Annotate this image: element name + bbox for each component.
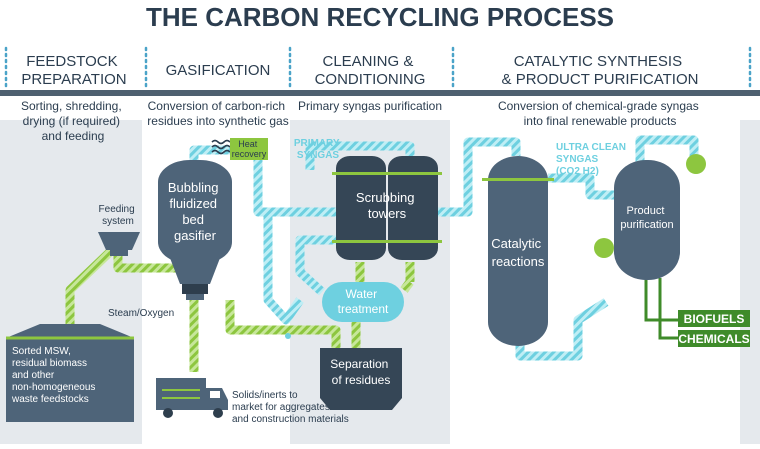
stage-desc-feedstock: Sorting, shredding, drying (if required)… <box>21 99 125 143</box>
water-treatment-tank <box>322 282 404 322</box>
separation-label: Separation of residues <box>330 357 391 387</box>
catalytic-panel <box>740 120 760 444</box>
solids-label: Solids/inerts to market for aggregates a… <box>232 390 349 425</box>
header-band <box>0 90 760 96</box>
stage-desc-catalytic: Conversion of chemical-grade syngas into… <box>498 99 702 128</box>
ultra-clean-syngas-label: ULTRA CLEAN SYNGAS (CO2 H2) <box>556 142 629 177</box>
gasifier-label: Bubbling fluidized bed gasifier <box>168 180 222 243</box>
chemicals-label: CHEMICALS <box>678 332 749 346</box>
catalytic-reactor <box>482 156 554 346</box>
stage-heading-gasification: GASIFICATION <box>166 62 271 79</box>
diagram-title: THE CARBON RECYCLING PROCESS <box>146 2 614 32</box>
product-purification-label: Product purification <box>620 205 673 231</box>
heat-recovery-label: Heat recovery <box>232 139 267 159</box>
scrubbing-towers-label: Scrubbing towers <box>356 190 418 221</box>
stage-heading-feedstock: FEEDSTOCK PREPARATION <box>21 53 126 88</box>
feeding-system-label: Feeding system <box>99 204 138 227</box>
chemicals-box <box>678 330 750 347</box>
stage-heading-catalytic: CATALYTIC SYNTHESIS & PRODUCT PURIFICATI… <box>502 53 699 88</box>
biofuels-label: BIOFUELS <box>684 312 745 326</box>
steam-oxygen-label: Steam/Oxygen <box>108 308 174 319</box>
truck-icon <box>156 378 228 418</box>
stage-desc-gasification: Conversion of carbon-rich residues into … <box>147 99 288 128</box>
stage-dividers <box>4 46 752 92</box>
water-treatment-label: Water treatment <box>338 287 389 316</box>
product-lines <box>644 278 678 340</box>
catalytic-label: Catalytic reactions <box>491 236 545 269</box>
primary-syngas-label: PRIMARY SYNGAS <box>294 138 342 161</box>
heat-recovery-icon <box>211 139 231 155</box>
separation-tank <box>320 348 402 410</box>
feedstock-silo <box>6 324 134 422</box>
water-drop-icon <box>285 333 291 339</box>
heat-recovery-box <box>230 138 268 160</box>
feeding-hopper <box>98 232 140 256</box>
lime-pipes <box>65 246 415 372</box>
stage-desc-cleaning: Primary syngas purification <box>298 99 442 113</box>
scrubbing-towers <box>332 156 442 260</box>
biofuels-box <box>678 310 750 327</box>
feedstock-silo-label: Sorted MSW, residual biomass and other n… <box>11 346 98 405</box>
gasifier <box>158 160 232 300</box>
stage-heading-cleaning: CLEANING & CONDITIONING <box>315 53 426 88</box>
product-purification-vessel <box>594 154 706 280</box>
